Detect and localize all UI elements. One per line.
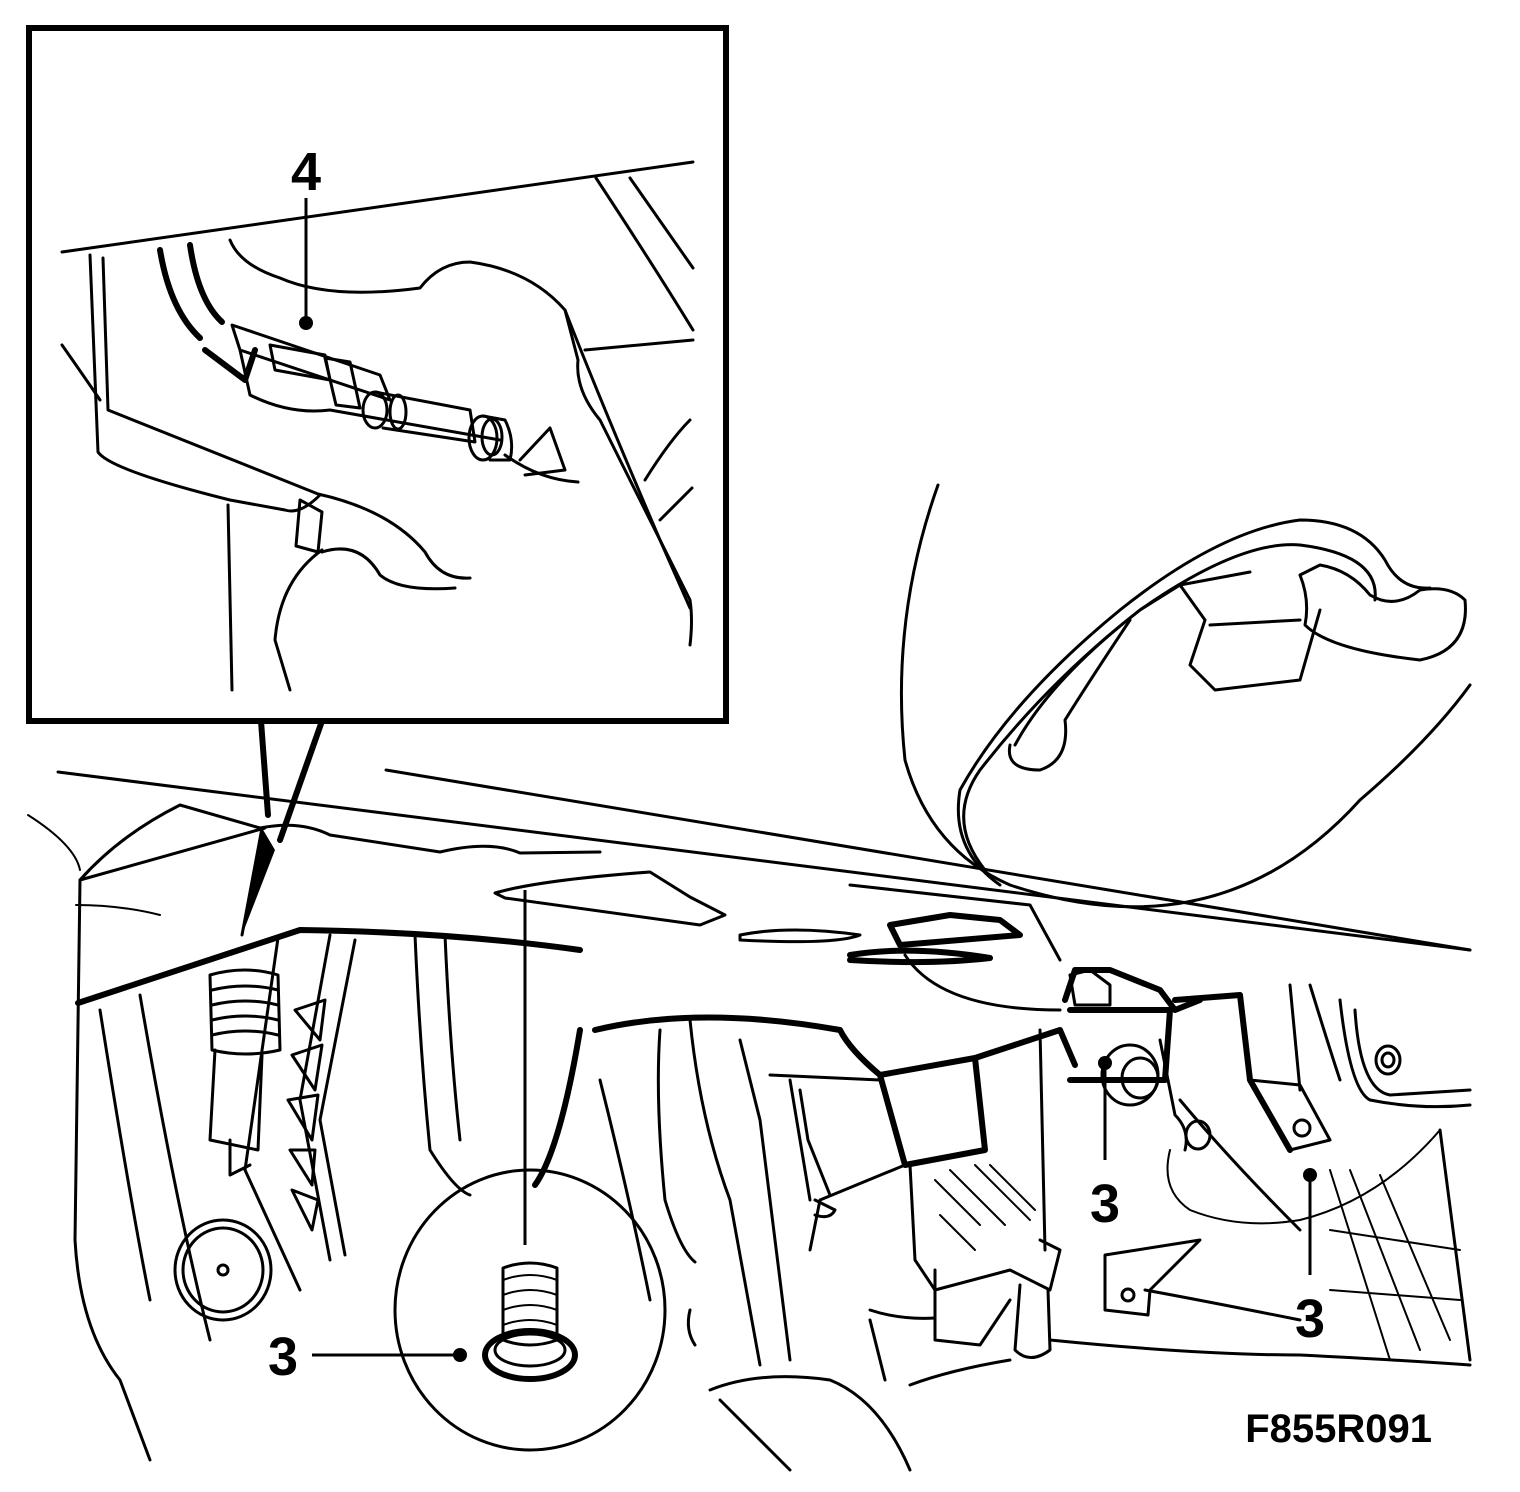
right-bracket bbox=[868, 967, 1472, 1387]
pointer-arrowhead bbox=[242, 828, 275, 935]
bellows-connector bbox=[208, 968, 282, 1177]
leader-dot-4 bbox=[299, 316, 313, 330]
leader-dot-3a bbox=[453, 1348, 467, 1362]
grommet-left bbox=[181, 1226, 265, 1314]
seat-outline bbox=[899, 483, 1472, 909]
inset-detail bbox=[26, 25, 729, 724]
bolt-detail bbox=[393, 1168, 667, 1452]
inset-dash-edge bbox=[60, 160, 695, 254]
leader-dot-3c bbox=[1303, 1168, 1317, 1182]
leader-dot-3b bbox=[1098, 1056, 1112, 1070]
callout-3-bolt: 3 bbox=[268, 1327, 298, 1387]
bolt-detail-circle bbox=[393, 1168, 667, 1452]
callout-3-right: 3 bbox=[1295, 1289, 1325, 1349]
callout-3-bracket: 3 bbox=[1090, 1174, 1120, 1234]
callout-4: 4 bbox=[291, 142, 321, 202]
figure-code: F855R091 bbox=[1245, 1407, 1432, 1451]
main-view bbox=[27, 483, 1472, 1472]
